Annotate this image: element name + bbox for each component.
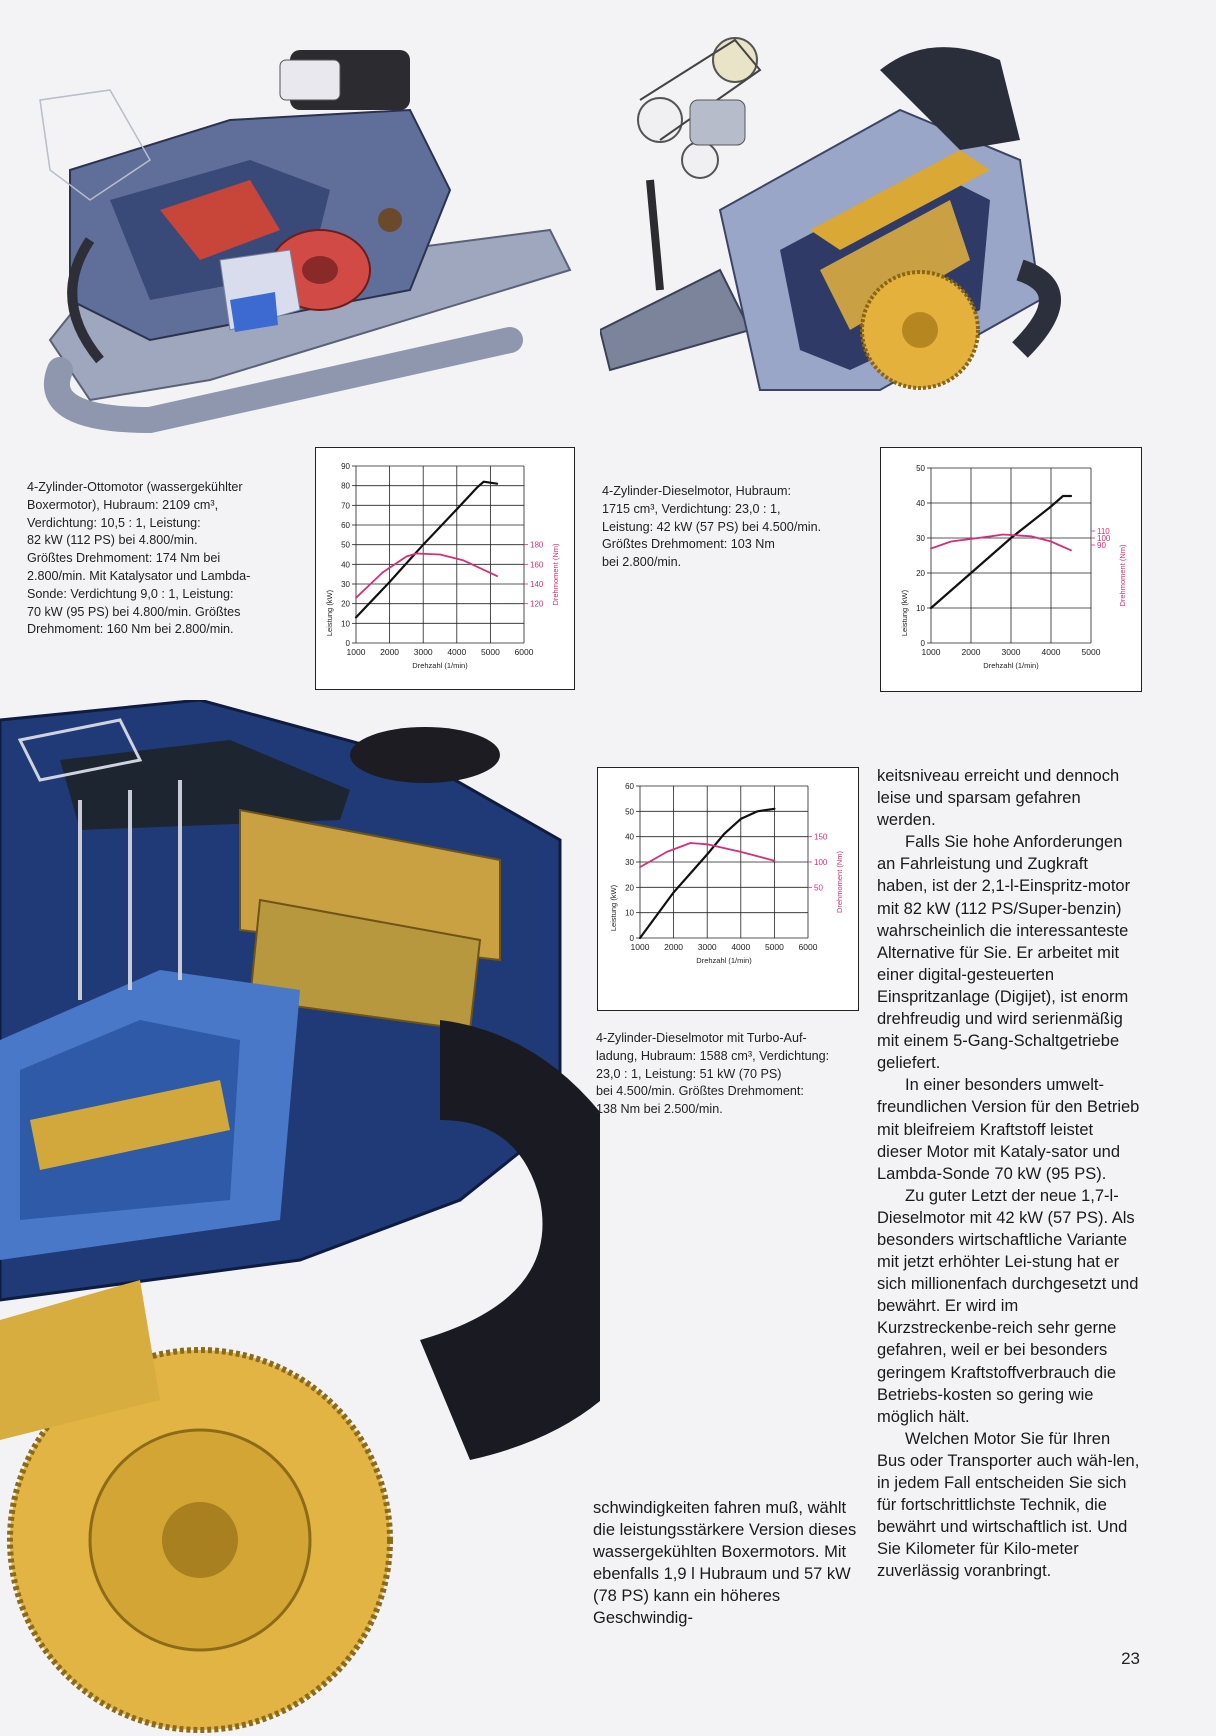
y-tick-label: 10 — [341, 619, 350, 628]
x-tick-label: 6000 — [799, 942, 818, 952]
y-tick-label: 20 — [341, 600, 350, 609]
power-curve — [354, 480, 499, 619]
caption-turbo-diesel-engine: 4-Zylinder-Dieselmotor mit Turbo-Auf- la… — [596, 1031, 830, 1117]
y2-tick-label: 160 — [530, 560, 544, 569]
y-axis-label: Leistung (kW) — [325, 589, 334, 636]
x-tick-label: 1000 — [631, 942, 650, 952]
x-tick-label: 4000 — [447, 647, 466, 657]
y-tick-label: 10 — [625, 909, 634, 918]
chart-3-svg: 1000 2000 3000 4000 5000 6000 0 10 20 30 40 50 60 50 1… — [609, 782, 844, 965]
x-axis-label: Drehzahl (1/min) — [696, 956, 752, 965]
chart-1-svg: 1000 2000 3000 4000 5000 6000 0 10 20 30 40 50 60 70 8… — [325, 462, 560, 670]
caption-boxer-engine: 4-Zylinder-Ottomotor (wassergekühlter Bo… — [27, 480, 251, 637]
chart-turbo-diesel-engine: 1000 2000 3000 4000 5000 6000 0 10 20 30 40 50 60 50 1… — [597, 767, 859, 1011]
y-axis-label: Leistung (kW) — [900, 589, 909, 636]
y-tick-label: 50 — [625, 807, 634, 816]
paragraph: In einer besonders umwelt-freundlichen V… — [877, 1076, 1140, 1183]
y-tick-label: 50 — [916, 464, 925, 473]
torque-curve — [355, 552, 499, 599]
y-tick-label: 30 — [625, 858, 634, 867]
y-tick-label: 30 — [916, 534, 925, 543]
y2-tick-label: 140 — [530, 580, 544, 589]
diesel-engine-illustration — [600, 37, 1061, 391]
y-tick-label: 20 — [916, 569, 925, 578]
y2-tick-label: 100 — [1097, 534, 1111, 543]
paragraph: Zu guter Letzt der neue 1,7-l-Dieselmoto… — [877, 1186, 1139, 1426]
y2-tick-label: 50 — [814, 883, 823, 892]
paragraph: schwindigkeiten fahren muß, wählt die le… — [593, 1499, 857, 1628]
torque-curve — [930, 533, 1072, 552]
y-tick-label: 40 — [341, 560, 350, 569]
y-axis-label: Leistung (kW) — [609, 884, 618, 931]
y-tick-label: 40 — [625, 833, 634, 842]
y-tick-label: 40 — [916, 499, 925, 508]
x-tick-label: 1000 — [347, 647, 366, 657]
power-curve — [929, 494, 1073, 610]
x-tick-label: 2000 — [962, 647, 981, 657]
x-axis-label: Drehzahl (1/min) — [412, 661, 468, 670]
x-tick-label: 3000 — [1002, 647, 1021, 657]
x-axis-label: Drehzahl (1/min) — [983, 661, 1039, 670]
x-tick-label: 3000 — [698, 942, 717, 952]
y-tick-label: 0 — [921, 639, 926, 648]
y-tick-label: 60 — [341, 521, 350, 530]
page-number: 23 — [1121, 1649, 1140, 1668]
y2-axis-label: Drehmoment (Nm) — [551, 543, 560, 606]
y-tick-label: 30 — [341, 580, 350, 589]
torque-curve — [639, 842, 776, 868]
x-tick-label: 2000 — [664, 942, 683, 952]
paragraph: Falls Sie hohe Anforderungen an Fahrleis… — [877, 833, 1131, 1073]
paragraph: Welchen Motor Sie für Ihren Bus oder Tra… — [877, 1429, 1140, 1581]
power-curve — [638, 807, 776, 940]
turbo-diesel-engine-illustration — [0, 700, 600, 1733]
x-tick-label: 4000 — [731, 942, 750, 952]
paragraph: keitsniveau erreicht und dennoch leise u… — [877, 767, 1120, 830]
y-tick-label: 70 — [341, 501, 350, 510]
y2-tick-label: 90 — [1097, 541, 1106, 550]
y-tick-label: 0 — [346, 639, 351, 648]
chart-2-svg: 1000 2000 3000 4000 5000 0 10 20 30 40 50 90100110D… — [900, 464, 1127, 670]
y-tick-label: 20 — [625, 883, 634, 892]
y2-tick-label: 110 — [1097, 527, 1110, 536]
x-tick-label: 6000 — [515, 647, 534, 657]
y-tick-label: 90 — [341, 462, 350, 471]
y-tick-label: 50 — [341, 541, 350, 550]
x-tick-label: 5000 — [481, 647, 500, 657]
y-tick-label: 80 — [341, 482, 350, 491]
y2-tick-label: 150 — [814, 833, 828, 842]
caption-diesel-engine: 4-Zylinder-Dieselmotor, Hubraum: 1715 cm… — [602, 484, 822, 570]
x-tick-label: 5000 — [1082, 647, 1101, 657]
y-tick-label: 60 — [625, 782, 634, 791]
y2-axis-label: Drehmoment (Nm) — [835, 850, 844, 913]
boxer-engine-illustration — [39, 50, 572, 434]
body-column-left: schwindigkeiten fahren muß, wählt die le… — [593, 1497, 858, 1630]
y2-axis-label: Drehmoment (Nm) — [1118, 544, 1127, 607]
chart-boxer-engine: 1000 2000 3000 4000 5000 6000 0 10 20 30 40 50 60 70 8… — [315, 447, 575, 690]
y2-tick-label: 100 — [814, 858, 828, 867]
x-tick-label: 5000 — [765, 942, 784, 952]
y-tick-label: 10 — [916, 604, 925, 613]
y2-tick-label: 180 — [530, 541, 544, 550]
body-column-right: keitsniveau erreicht und dennoch leise u… — [877, 765, 1142, 1582]
x-tick-label: 2000 — [380, 647, 399, 657]
x-tick-label: 3000 — [414, 647, 433, 657]
y2-tick-label: 120 — [530, 600, 544, 609]
x-tick-label: 4000 — [1042, 647, 1061, 657]
y-tick-label: 0 — [630, 934, 635, 943]
x-tick-label: 1000 — [922, 647, 941, 657]
